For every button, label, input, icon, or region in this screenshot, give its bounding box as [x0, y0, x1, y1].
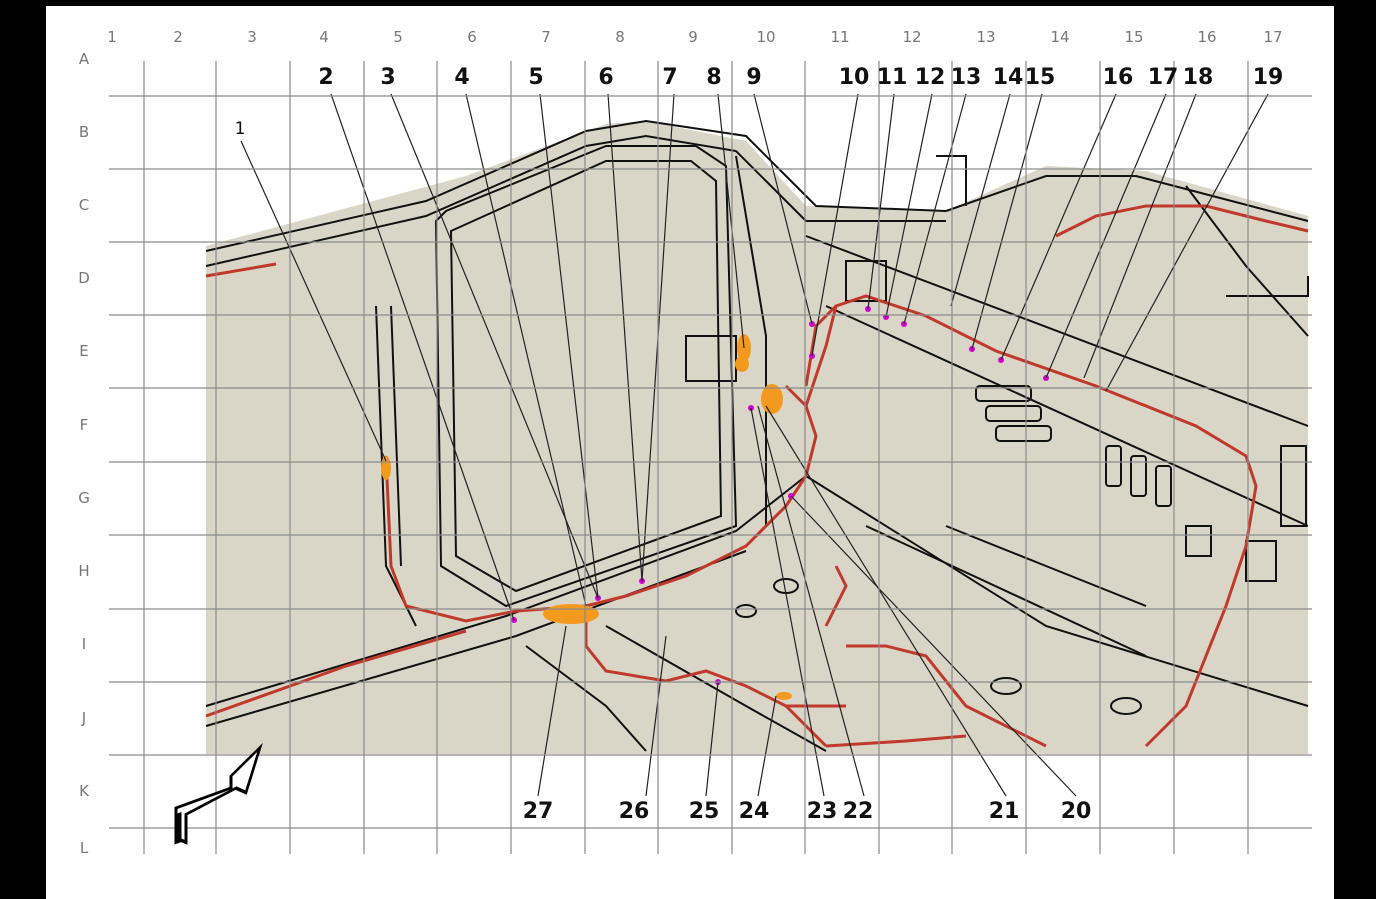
row-label: B [79, 123, 89, 141]
column-label: 12 [902, 28, 921, 46]
callout-label-bottom: 23 [807, 799, 838, 824]
row-label: I [82, 635, 86, 653]
callout-label-left: 1 [235, 119, 246, 139]
callout-label-top: 14 [993, 65, 1024, 90]
callout-label-top: 8 [706, 65, 721, 90]
row-label: J [81, 709, 86, 727]
column-label: 17 [1263, 28, 1282, 46]
callout-label-bottom: 24 [739, 799, 770, 824]
row-label: D [78, 269, 90, 287]
row-label: E [79, 342, 88, 360]
row-label: C [79, 196, 89, 214]
row-labels: A B C D E F G H I J K L [78, 50, 90, 857]
leader-lines [240, 93, 1269, 797]
row-label: A [79, 50, 90, 68]
column-label: 2 [173, 28, 183, 46]
column-label: 10 [756, 28, 775, 46]
callout-label-top: 17 [1148, 65, 1179, 90]
column-label: 4 [319, 28, 329, 46]
callout-label-top: 6 [598, 65, 613, 90]
callout-label-top: 7 [662, 65, 677, 90]
column-label: 8 [615, 28, 625, 46]
callout-label-top: 12 [915, 65, 946, 90]
callout-label-top: 10 [839, 65, 870, 90]
column-label: 14 [1050, 28, 1069, 46]
column-label: 3 [247, 28, 257, 46]
callout-label-bottom: 22 [843, 799, 874, 824]
callout-label-top: 15 [1025, 65, 1056, 90]
row-label: L [80, 839, 89, 857]
callout-label-top: 4 [454, 65, 469, 90]
callout-label-top: 11 [877, 65, 908, 90]
row-label: K [79, 782, 90, 800]
body-silhouette [206, 121, 1308, 751]
column-label: 7 [541, 28, 551, 46]
callout-label-top: 9 [746, 65, 761, 90]
callout-label-bottom: 26 [619, 799, 650, 824]
callout-label-top: 3 [380, 65, 395, 90]
callout-label-top: 2 [318, 65, 333, 90]
callout-label-top: 18 [1183, 65, 1214, 90]
row-label: G [78, 489, 90, 507]
callout-label-bottom: 27 [523, 799, 554, 824]
column-label: 13 [976, 28, 995, 46]
callout-label-bottom: 25 [689, 799, 720, 824]
callout-label-top: 5 [528, 65, 543, 90]
column-label: 9 [688, 28, 698, 46]
body-outline [205, 119, 1309, 752]
callout-label-bottom: 20 [1061, 799, 1092, 824]
callout-label-top: 19 [1253, 65, 1284, 90]
callout-label-top: 13 [951, 65, 982, 90]
column-label: 1 [107, 28, 117, 46]
reference-grid [109, 61, 1312, 854]
column-label: 11 [830, 28, 849, 46]
row-label: F [80, 416, 89, 434]
column-label: 6 [467, 28, 477, 46]
callout-label-top: 16 [1103, 65, 1134, 90]
column-label: 15 [1124, 28, 1143, 46]
column-label: 16 [1197, 28, 1216, 46]
column-label: 5 [393, 28, 403, 46]
row-label: H [78, 562, 89, 580]
callout-label-bottom: 21 [989, 799, 1020, 824]
orientation-arrow-icon [174, 742, 263, 845]
